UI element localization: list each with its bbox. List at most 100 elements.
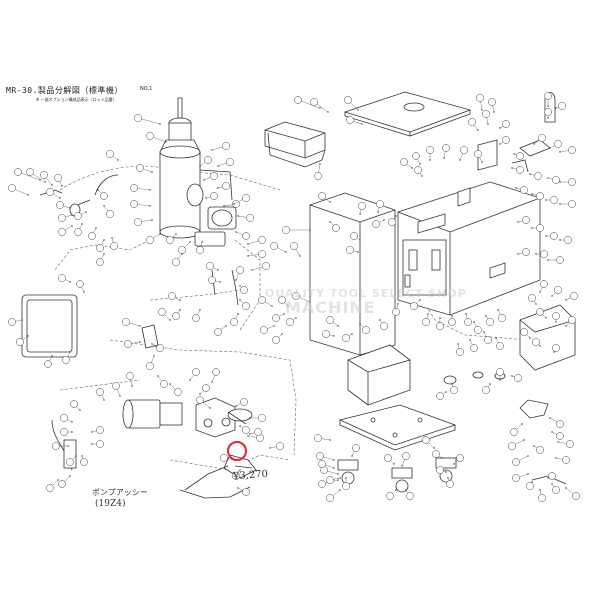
callout-bubble xyxy=(516,166,524,174)
callout-anchor-dot xyxy=(359,239,361,241)
callout-bubble xyxy=(172,258,180,266)
callout-bubble xyxy=(510,428,518,436)
callout-bubble xyxy=(556,432,564,440)
callout-anchor-dot xyxy=(239,469,241,471)
callout-anchor-dot xyxy=(359,213,361,215)
callout-bubble xyxy=(70,400,78,408)
callout-bubble xyxy=(230,318,238,326)
callout-bubble xyxy=(130,184,138,192)
callout-bubble xyxy=(532,338,540,346)
callout-anchor-dot xyxy=(149,205,151,207)
callout-bubble xyxy=(318,480,326,488)
callout-anchor-dot xyxy=(247,255,249,257)
callout-bubble xyxy=(526,482,534,490)
callout-anchor-dot xyxy=(535,303,537,305)
callout-bubble xyxy=(172,312,180,320)
callout-anchor-dot xyxy=(151,219,153,221)
callout-anchor-dot xyxy=(529,173,531,175)
callout-anchor-dot xyxy=(153,355,155,357)
callout-bubble xyxy=(322,330,330,338)
callout-bubble xyxy=(136,164,144,172)
callout-anchor-dot xyxy=(549,147,551,149)
callout-anchor-dot xyxy=(205,197,207,199)
callout-anchor-dot xyxy=(97,189,99,191)
callout-anchor-dot xyxy=(189,379,191,381)
callout-anchor-dot xyxy=(233,203,235,205)
callout-anchor-dot xyxy=(565,299,567,301)
callout-bubble xyxy=(204,156,212,164)
callout-bubble xyxy=(514,374,522,382)
callout-anchor-dot xyxy=(445,391,447,393)
callout-anchor-dot xyxy=(551,483,553,485)
callout-bubble xyxy=(326,476,334,484)
callout-anchor-dot xyxy=(421,175,423,177)
callout-bubble xyxy=(26,168,34,176)
callout-leader xyxy=(17,171,41,181)
callout-anchor-dot xyxy=(539,345,541,347)
callout-anchor-dot xyxy=(555,457,557,459)
callout-bubble xyxy=(110,242,118,250)
callout-anchor-dot xyxy=(139,341,141,343)
callout-bubble xyxy=(258,250,266,258)
callout-anchor-dot xyxy=(149,189,151,191)
callout-anchor-dot xyxy=(111,237,113,239)
callout-anchor-dot xyxy=(419,299,421,301)
side-parts xyxy=(21,174,251,499)
callout-bubble xyxy=(160,380,168,388)
callout-bubble xyxy=(258,296,266,304)
callout-anchor-dot xyxy=(565,487,567,489)
callout-anchor-dot xyxy=(81,455,83,457)
callout-anchor-dot xyxy=(189,241,191,243)
callout-anchor-dot xyxy=(427,313,429,315)
tray xyxy=(264,121,326,168)
callout-bubble xyxy=(536,192,544,200)
callout-anchor-dot xyxy=(225,325,227,327)
callout-anchor-dot xyxy=(559,181,561,183)
callout-bubble xyxy=(470,344,478,352)
callout-anchor-dot xyxy=(497,309,499,311)
callout-bubble xyxy=(276,442,284,450)
callout-anchor-dot xyxy=(487,123,489,125)
callout-anchor-dot xyxy=(239,299,241,301)
callout-bubble xyxy=(552,486,560,494)
callout-bubble xyxy=(178,246,186,254)
callout-anchor-dot xyxy=(333,467,335,469)
callout-bubble xyxy=(202,384,210,392)
callout-bubble xyxy=(210,192,218,200)
callout-anchor-dot xyxy=(329,221,331,223)
callout-bubble xyxy=(538,494,546,502)
callout-bubble xyxy=(412,152,420,160)
callout-bubble xyxy=(278,296,286,304)
callout-anchor-dot xyxy=(319,107,321,109)
callout-bubble xyxy=(536,224,544,232)
callout-bubble xyxy=(56,201,64,209)
callout-bubble xyxy=(60,428,68,436)
callout-bubble xyxy=(52,442,60,450)
callout-bubble xyxy=(496,342,504,350)
callout-anchor-dot xyxy=(481,161,483,163)
callout-bubble xyxy=(512,458,520,466)
callout-anchor-dot xyxy=(223,205,225,207)
callout-bubble xyxy=(556,256,564,264)
callout-anchor-dot xyxy=(445,471,447,473)
callout-anchor-dot xyxy=(239,285,241,287)
callout-bubble xyxy=(556,420,564,428)
callout-bubble xyxy=(384,454,392,462)
callout-anchor-dot xyxy=(44,181,46,183)
callout-anchor-dot xyxy=(547,259,549,261)
callout-anchor-dot xyxy=(199,165,201,167)
callout-anchor-dot xyxy=(443,157,445,159)
callout-anchor-dot xyxy=(283,313,285,315)
callout-bubble xyxy=(210,172,218,180)
callout-bubble xyxy=(74,212,82,220)
callout-anchor-dot xyxy=(211,149,213,151)
callout-anchor-dot xyxy=(527,455,529,457)
callout-bubble xyxy=(414,166,422,174)
diagram-title: MR-30.製品分解図（標準機） xyxy=(6,86,123,95)
callout-anchor-dot xyxy=(553,351,555,353)
callout-anchor-dot xyxy=(451,383,453,385)
callout-bubble xyxy=(476,94,484,102)
callout-bubble xyxy=(566,440,574,448)
callout-anchor-dot xyxy=(27,194,29,196)
callout-anchor-dot xyxy=(527,473,529,475)
